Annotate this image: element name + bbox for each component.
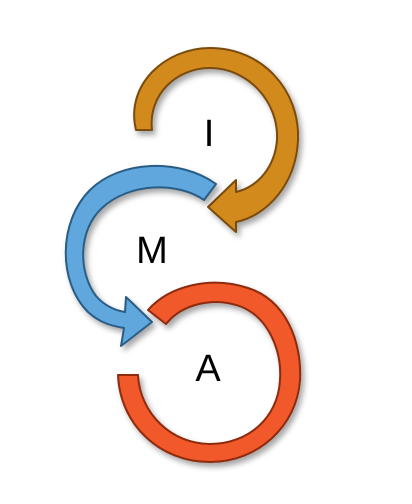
arrow-i bbox=[133, 47, 300, 233]
arc-i-shape bbox=[133, 47, 300, 233]
arc-a-shape bbox=[117, 281, 302, 463]
label-i: I bbox=[204, 113, 215, 155]
label-m: M bbox=[136, 230, 168, 272]
arrow-a bbox=[117, 281, 302, 463]
arrow-m bbox=[64, 164, 217, 347]
arc-m-shape bbox=[64, 164, 217, 347]
label-a: A bbox=[195, 348, 221, 390]
